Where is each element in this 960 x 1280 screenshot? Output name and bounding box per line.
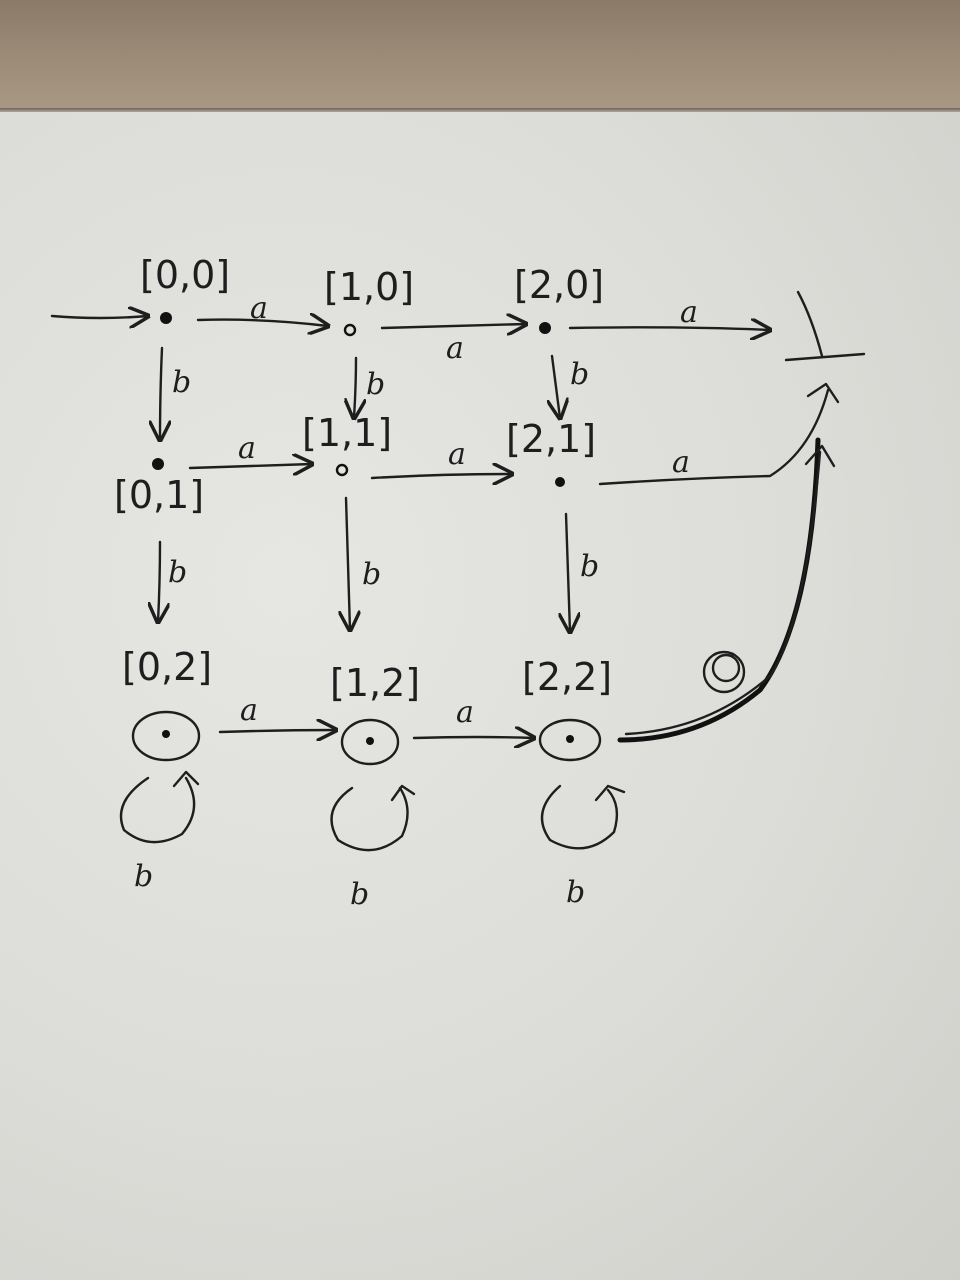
- edge-label-a-1: a: [250, 291, 268, 326]
- scribble-circle: [702, 650, 746, 694]
- self-loop-0-2: [119, 776, 196, 844]
- edge-2-1-to-sink: [598, 388, 830, 486]
- state-label-2-2: [2,2]: [522, 655, 612, 699]
- edge-2-2-to-sink: [617, 437, 821, 743]
- edge-1-1-to-2-1: [370, 474, 512, 478]
- self-loop-2-2-head: [594, 784, 626, 802]
- self-loop-1-2: [330, 786, 409, 852]
- paper-sheet: [0, 112, 960, 1280]
- edge-label-a-5: a: [448, 437, 466, 472]
- edge-1-0-to-2-0: [380, 324, 526, 328]
- state-label-0-2: [0,2]: [122, 645, 212, 689]
- edge-label-b-3: b: [570, 357, 589, 392]
- state-label-1-2: [1,2]: [330, 661, 420, 705]
- edge-0-0-to-1-0: [196, 320, 328, 326]
- state-label-1-1: [1,1]: [302, 411, 392, 455]
- edge-label-b-1: b: [172, 365, 191, 400]
- self-loop-1-2-head: [390, 784, 416, 802]
- state-node-0-1: [152, 458, 164, 470]
- edge-label-a-7: a: [240, 693, 258, 728]
- state-node-1-1: [335, 463, 349, 477]
- edge-2-2-to-sink-2: [624, 450, 822, 736]
- start-arrow: [50, 316, 148, 318]
- edge-0-1-to-0-2: [158, 540, 160, 622]
- edge-1-2-to-2-2: [412, 737, 534, 738]
- edge-label-a-4: a: [238, 431, 256, 466]
- edge-label-a-2: a: [446, 331, 464, 366]
- edge-2-0-to-2-1: [552, 354, 560, 418]
- self-loop-0-2-head: [172, 770, 200, 788]
- state-label-1-0: [1,0]: [324, 265, 414, 309]
- edge-label-b-4: b: [168, 555, 187, 590]
- sink-label: ⊥: [806, 321, 836, 361]
- edge-label-a-8: a: [456, 695, 474, 730]
- edge-2-0-to-sink: [568, 327, 770, 330]
- edge-0-0-to-0-1: [160, 346, 162, 440]
- state-label-2-1: [2,1]: [506, 417, 596, 461]
- state-node-1-2: [340, 718, 400, 766]
- edge-2-2-to-sink-head: [804, 444, 836, 468]
- state-node-0-2: [131, 710, 201, 762]
- edge-label-a-3: a: [680, 295, 698, 330]
- edge-1-0-to-1-1: [354, 356, 356, 418]
- edge-label-b-7: b: [134, 859, 153, 894]
- state-label-0-0: [0,0]: [140, 253, 230, 297]
- state-node-0-0: [160, 312, 172, 324]
- sink-state: [784, 290, 866, 362]
- edge-label-b-5: b: [362, 557, 381, 592]
- state-node-2-2: [538, 718, 602, 762]
- edge-2-1-to-sink-head: [806, 382, 840, 404]
- edge-label-b-8: b: [350, 877, 369, 912]
- state-node-2-0: [539, 322, 551, 334]
- edge-0-2-to-1-2: [218, 730, 336, 732]
- edge-label-b-9: b: [566, 875, 585, 910]
- state-node-2-1: [555, 477, 565, 487]
- state-label-0-1: [0,1]: [114, 473, 204, 517]
- edge-0-1-to-1-1: [188, 464, 312, 468]
- state-node-1-0: [343, 323, 357, 337]
- state-label-2-0: [2,0]: [514, 263, 604, 307]
- edge-label-a-6: a: [672, 445, 690, 480]
- self-loop-2-2: [540, 784, 619, 850]
- edge-2-1-to-2-2: [566, 512, 570, 632]
- edge-label-b-2: b: [366, 367, 385, 402]
- edge-1-1-to-1-2: [346, 496, 350, 630]
- edge-label-b-6: b: [580, 549, 599, 584]
